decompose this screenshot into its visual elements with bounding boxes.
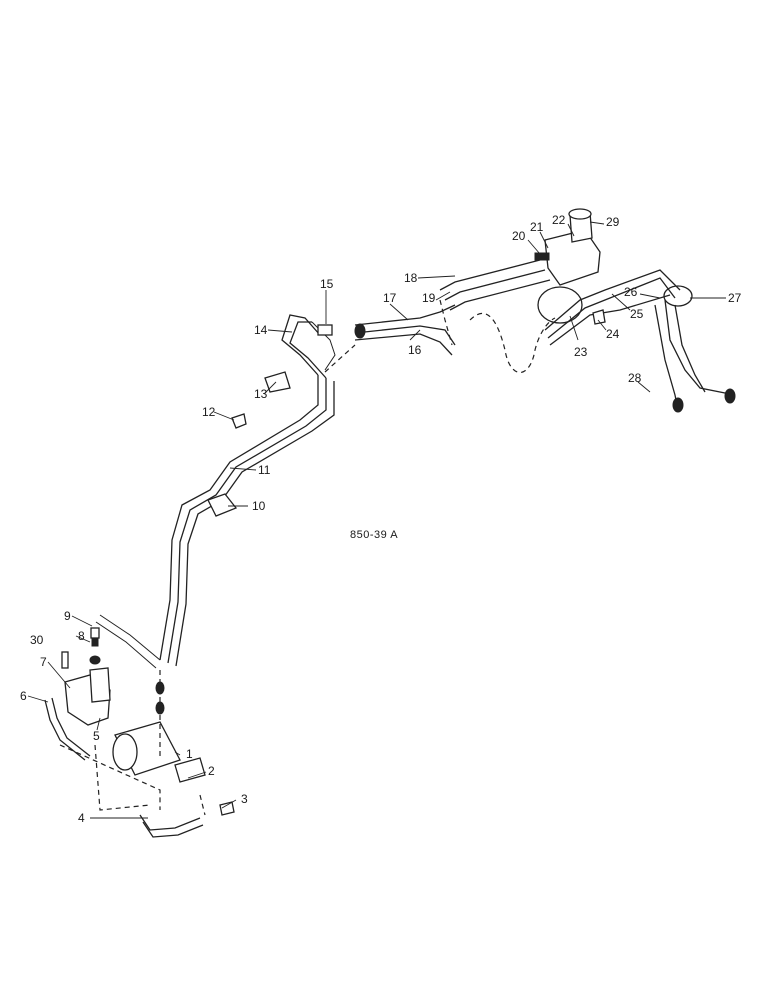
pipe-assembly-23-25	[537, 269, 681, 346]
leader-lines	[27, 221, 726, 819]
callout-18: 18	[404, 271, 418, 285]
callout-22: 22	[552, 213, 566, 227]
dash-link-14-16	[324, 344, 356, 373]
callout-26: 26	[624, 285, 638, 299]
callout-14: 14	[254, 323, 268, 337]
reference-code: 850-39 A	[350, 529, 398, 541]
pipe-assembly-28	[654, 299, 736, 413]
callout-19: 19	[422, 291, 436, 305]
clamp-15	[317, 324, 333, 336]
callout-5: 5	[93, 729, 100, 743]
hose-dashed	[469, 312, 556, 373]
callout-15: 15	[320, 277, 334, 291]
callout-24: 24	[606, 327, 620, 341]
callout-8: 8	[78, 629, 85, 643]
callout-20: 20	[512, 229, 526, 243]
callout-12: 12	[202, 405, 216, 419]
clip-24	[592, 309, 606, 325]
callout-29: 29	[606, 215, 620, 229]
callout-16: 16	[408, 343, 422, 357]
callout-1: 1	[186, 747, 193, 761]
callout-11: 11	[258, 463, 271, 477]
clamp-10	[207, 493, 238, 517]
clip-12	[231, 413, 247, 429]
callout-4: 4	[78, 811, 85, 825]
callout-25: 25	[630, 307, 644, 321]
callout-labels: 1 2 3 4 5 6 7 8 9 10 11 12 13 14 15 16 1…	[20, 213, 742, 825]
callout-7: 7	[40, 655, 47, 669]
callout-17: 17	[383, 291, 397, 305]
steering-valve	[534, 208, 601, 286]
callout-23: 23	[574, 345, 588, 359]
callout-6: 6	[20, 689, 27, 703]
callout-27: 27	[728, 291, 742, 305]
callout-3: 3	[241, 792, 248, 806]
callout-30: 30	[30, 633, 44, 647]
ring-27	[663, 285, 693, 307]
pipe-assembly-16-17	[354, 304, 456, 356]
lower-assembly	[44, 627, 235, 838]
pipe-assembly-18-19	[439, 259, 551, 346]
callout-13: 13	[254, 387, 268, 401]
callout-9: 9	[64, 609, 71, 623]
callout-2: 2	[208, 764, 215, 778]
callout-21: 21	[530, 220, 544, 234]
callout-10: 10	[252, 499, 266, 513]
callout-28: 28	[628, 371, 642, 385]
